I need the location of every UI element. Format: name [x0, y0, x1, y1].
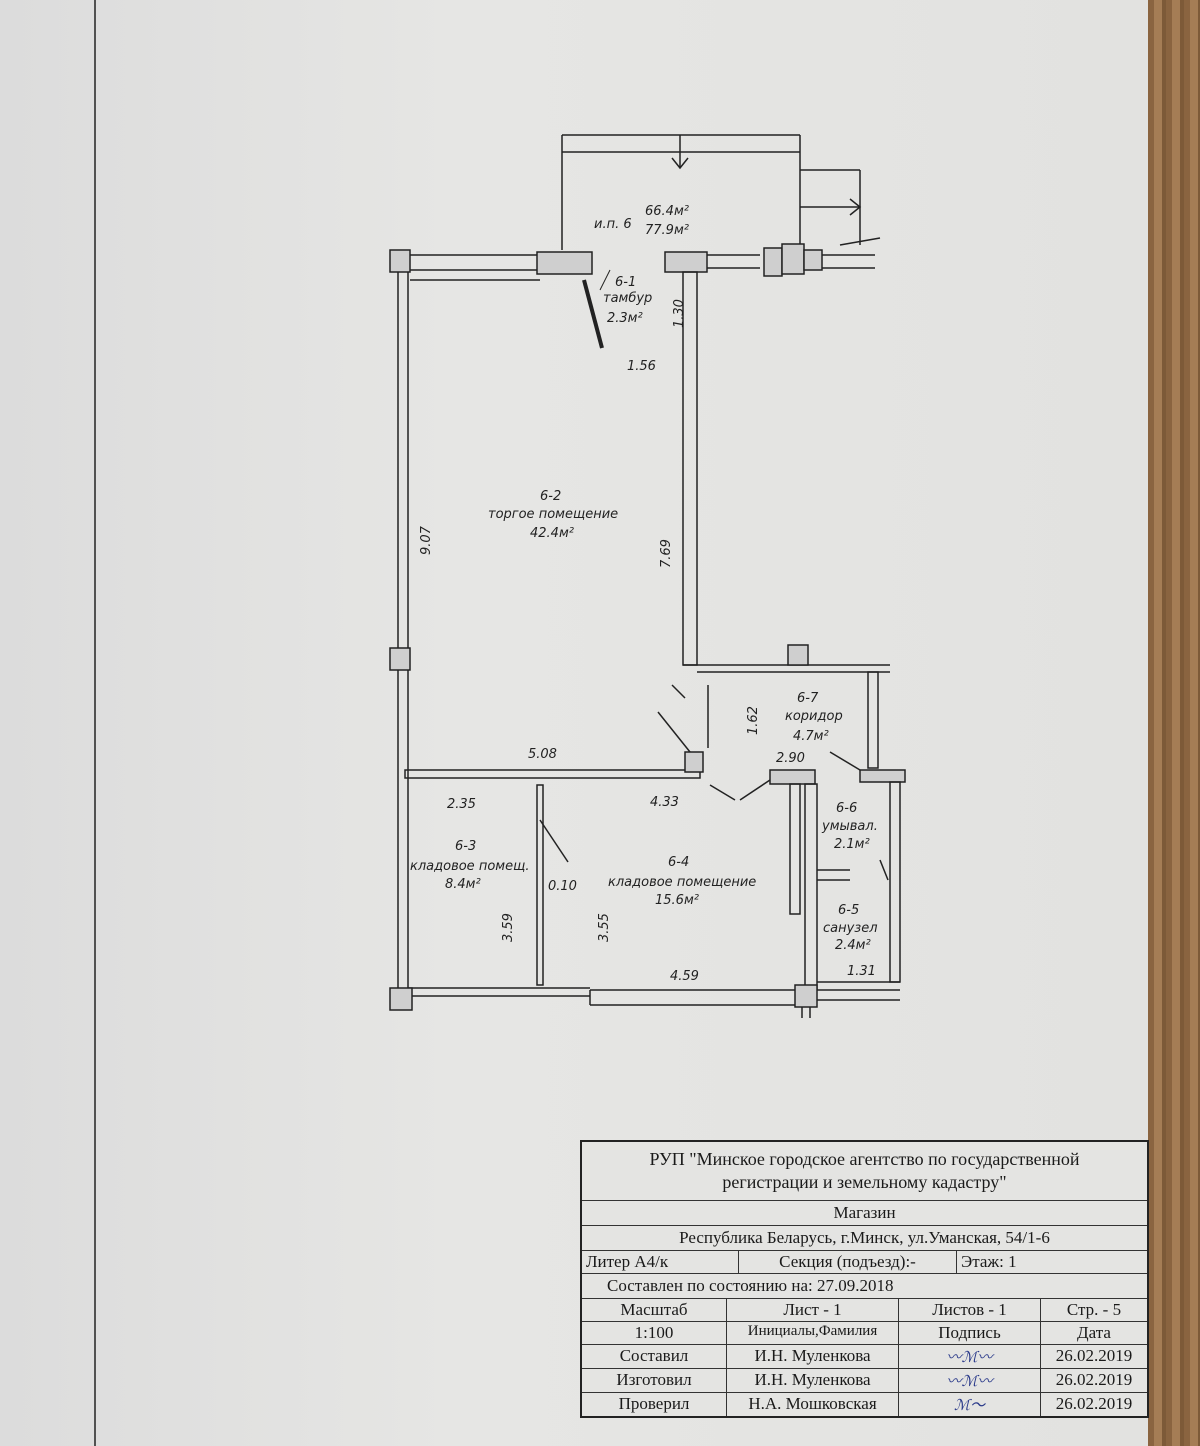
leader: [599, 269, 611, 291]
room-area: 42.4м²: [530, 526, 574, 541]
role: Проверил: [582, 1393, 727, 1416]
col-date-header: Дата: [1077, 1323, 1111, 1342]
room-area: 2.3м²: [607, 311, 643, 326]
dimension: 9.07: [419, 525, 434, 555]
person-name: Н.А. Мошковская: [727, 1393, 899, 1416]
room-name: кладовое помещение: [608, 875, 756, 890]
dimension: 2.35: [447, 797, 476, 812]
room-area: 15.6м²: [655, 893, 699, 908]
sign-date: 26.02.2019: [1055, 1394, 1133, 1413]
dimension: 1.31: [847, 964, 876, 979]
sign-date: 26.02.2019: [1055, 1370, 1133, 1389]
sheets-count: Листов - 1: [899, 1299, 1041, 1321]
address: Республика Беларусь, г.Минск, ул.Уманска…: [679, 1228, 1050, 1247]
role: Составил: [582, 1345, 727, 1368]
scale-value: 1:100: [582, 1322, 727, 1344]
room-area: 2.1м²: [834, 837, 870, 852]
room-id: 6-3: [455, 839, 476, 854]
dimension: 7.69: [659, 539, 674, 568]
dimension: 4.59: [670, 969, 699, 984]
dimension: 3.59: [501, 913, 516, 942]
scale-label: Масштаб: [582, 1299, 727, 1321]
section: Секция (подъезд):-: [739, 1251, 957, 1273]
floor: Этаж: 1: [961, 1252, 1017, 1271]
stair-area-1: 66.4м²: [645, 204, 689, 219]
signature-icon: 〰ℳ〰: [899, 1369, 1041, 1392]
stair-outline: [561, 134, 881, 250]
person-name: И.Н. Муленкова: [727, 1369, 899, 1392]
stair-area-2: 77.9м²: [645, 223, 689, 238]
title-block: РУП "Минское городское агентство по госу…: [580, 1140, 1149, 1418]
floor-plan: и.п. 6 66.4м² 77.9м² 6-1 тамбур 2.3м² 6-…: [94, 0, 906, 1446]
room-name: санузел: [823, 921, 878, 936]
walls: [389, 243, 906, 1018]
role: Изготовил: [582, 1369, 727, 1392]
room-name: умывал.: [821, 819, 878, 834]
page-number: Стр. - 5: [1066, 1300, 1122, 1319]
room-area: 8.4м²: [445, 877, 481, 892]
room-name: тамбур: [603, 291, 652, 306]
room-area: 4.7м²: [793, 729, 829, 744]
sign-date: 26.02.2019: [1055, 1346, 1133, 1365]
signature-icon: 〰ℳ〰: [899, 1345, 1041, 1368]
organization: РУП "Минское городское агентство по госу…: [649, 1149, 1080, 1192]
wooden-table-background: [1148, 0, 1200, 1446]
room-id: 6-5: [838, 903, 859, 918]
dimension: 5.08: [528, 747, 557, 762]
dimension: 2.90: [776, 751, 805, 766]
room-id: 6-2: [540, 489, 561, 504]
state-date: Составлен по состоянию на: 27.09.2018: [607, 1276, 894, 1295]
room-id: 6-6: [836, 801, 857, 816]
col-name-header: Инициалы,Фамилия: [727, 1322, 899, 1344]
col-sign-header: Подпись: [899, 1322, 1041, 1344]
room-id: 6-7: [797, 691, 819, 706]
stair-label: и.п. 6: [594, 217, 632, 232]
room-name: коридор: [785, 709, 843, 724]
dimension: 4.33: [650, 795, 679, 810]
dimension: 3.55: [597, 913, 612, 942]
dimension: 1.62: [746, 706, 761, 735]
liter: Литер А4/к: [582, 1251, 739, 1273]
room-name: кладовое помещ.: [410, 859, 529, 874]
person-name: И.Н. Муленкова: [727, 1345, 899, 1368]
dimension: 0.10: [548, 879, 577, 894]
signature-icon: ℳ〜: [899, 1393, 1041, 1416]
room-name: торгое помещение: [488, 507, 618, 522]
room-area: 2.4м²: [835, 938, 871, 953]
object-name: Магазин: [833, 1203, 896, 1222]
room-id: 6-1: [615, 275, 636, 290]
sheet: Лист - 1: [727, 1299, 899, 1321]
dimension: 1.56: [627, 359, 656, 374]
room-id: 6-4: [668, 855, 689, 870]
dimension: 1.30: [672, 299, 687, 328]
